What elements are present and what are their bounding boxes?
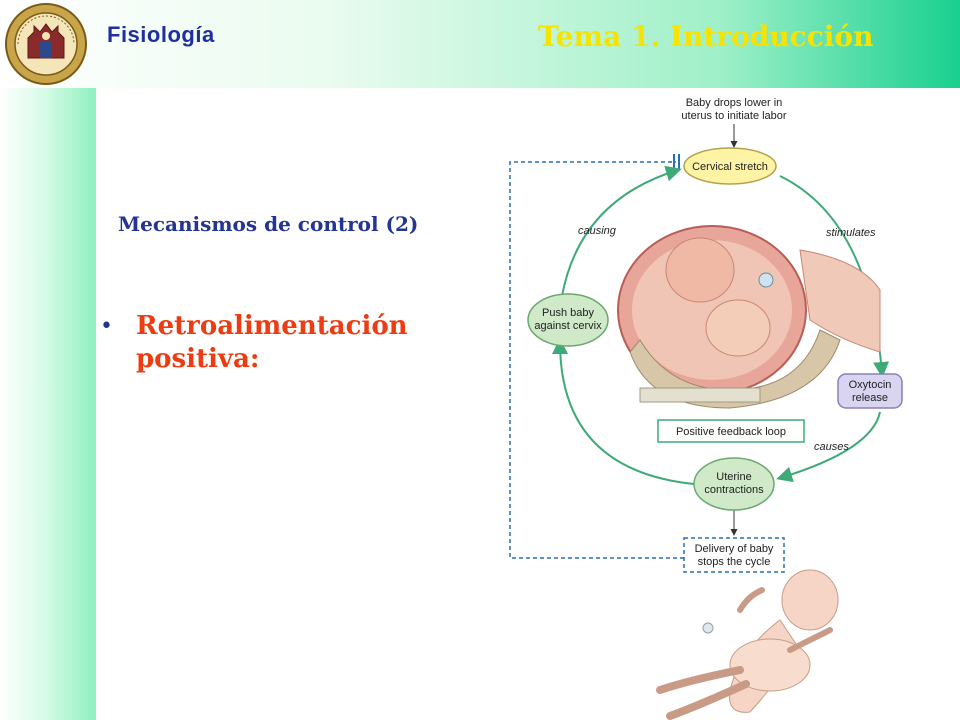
node-delivery-line-1: Delivery of baby xyxy=(695,543,774,555)
course-title: Fisiología xyxy=(107,22,215,47)
node-delivery: Delivery of baby stops the cycle xyxy=(683,537,785,573)
node-push-baby-line-2: against cervix xyxy=(534,320,602,332)
top-note-line-1: Baby drops lower in xyxy=(686,97,783,109)
node-push-baby-line-1: Push baby xyxy=(542,307,594,319)
positive-feedback-diagram: Baby drops lower in uterus to initiate l… xyxy=(509,97,903,720)
bullet-text: Retroalimentación positiva: xyxy=(136,311,408,374)
loop-label: Positive feedback loop xyxy=(676,426,786,438)
uterus-illustration xyxy=(617,225,881,409)
node-oxytocin-line-1: Oxytocin xyxy=(849,379,892,391)
node-uterine: Uterine contractions xyxy=(693,457,775,511)
slide-subtitle: Mecanismos de control (2) xyxy=(118,212,419,236)
arrow-causing xyxy=(561,165,682,297)
node-push-baby: Push baby against cervix xyxy=(527,293,609,347)
sidebar-gradient xyxy=(0,88,96,720)
label-stimulates: stimulates xyxy=(826,227,876,239)
node-cervical-stretch-label: Cervical stretch xyxy=(692,161,768,173)
top-note-line-2: uterus to initiate labor xyxy=(681,110,787,122)
node-uterine-line-2: contractions xyxy=(704,484,764,496)
arrow-to-push xyxy=(552,338,695,485)
topic-title: Tema 1. Introducción xyxy=(538,20,874,53)
bullet-dot-icon: • xyxy=(100,314,113,339)
node-uterine-line-1: Uterine xyxy=(716,471,751,483)
loop-label-box: Positive feedback loop xyxy=(657,419,805,443)
node-cervical-stretch: Cervical stretch xyxy=(683,147,777,185)
newborn-baby-illustration xyxy=(656,569,839,720)
arrow-causes xyxy=(776,411,881,483)
label-causing: causing xyxy=(578,225,617,237)
node-oxytocin-line-2: release xyxy=(852,392,888,404)
label-causes: causes xyxy=(814,441,849,453)
dashed-stop-path xyxy=(509,161,684,559)
node-delivery-line-2: stops the cycle xyxy=(698,556,771,568)
header-bar xyxy=(0,0,960,88)
university-seal-logo xyxy=(5,3,87,85)
node-oxytocin: Oxytocin release xyxy=(837,373,903,409)
